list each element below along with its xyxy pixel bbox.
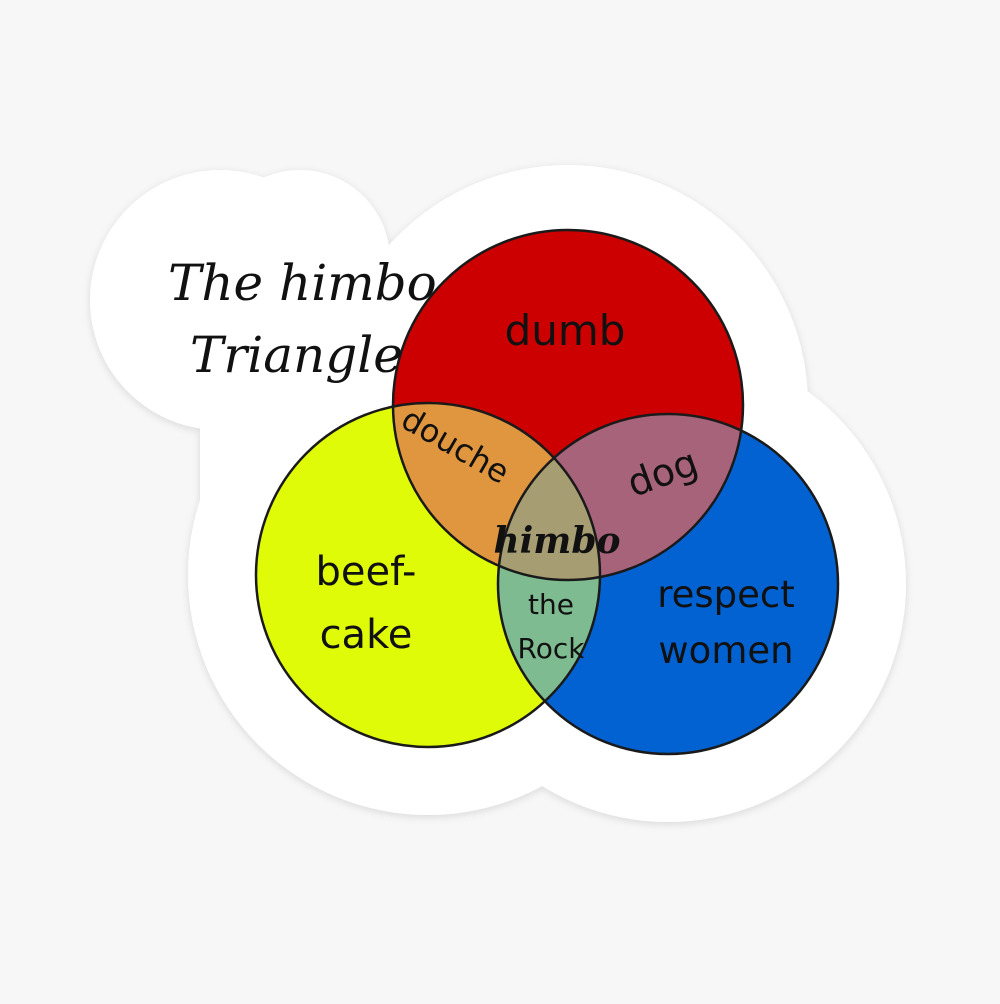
label-beef: beef- [316,549,417,595]
label-the: the [528,588,574,621]
label-dumb: dumb [505,306,626,355]
label-respect: respect [657,573,795,616]
title-line1: The himbo [168,254,437,312]
label-himbo: himbo [493,520,620,562]
diagram-title: The himbo Triangle [168,254,437,384]
label-cake: cake [320,612,413,658]
label-women: women [658,629,793,672]
circle-outlines [254,228,840,756]
title-line2: Triangle [190,326,403,384]
label-rock: Rock [518,632,586,665]
